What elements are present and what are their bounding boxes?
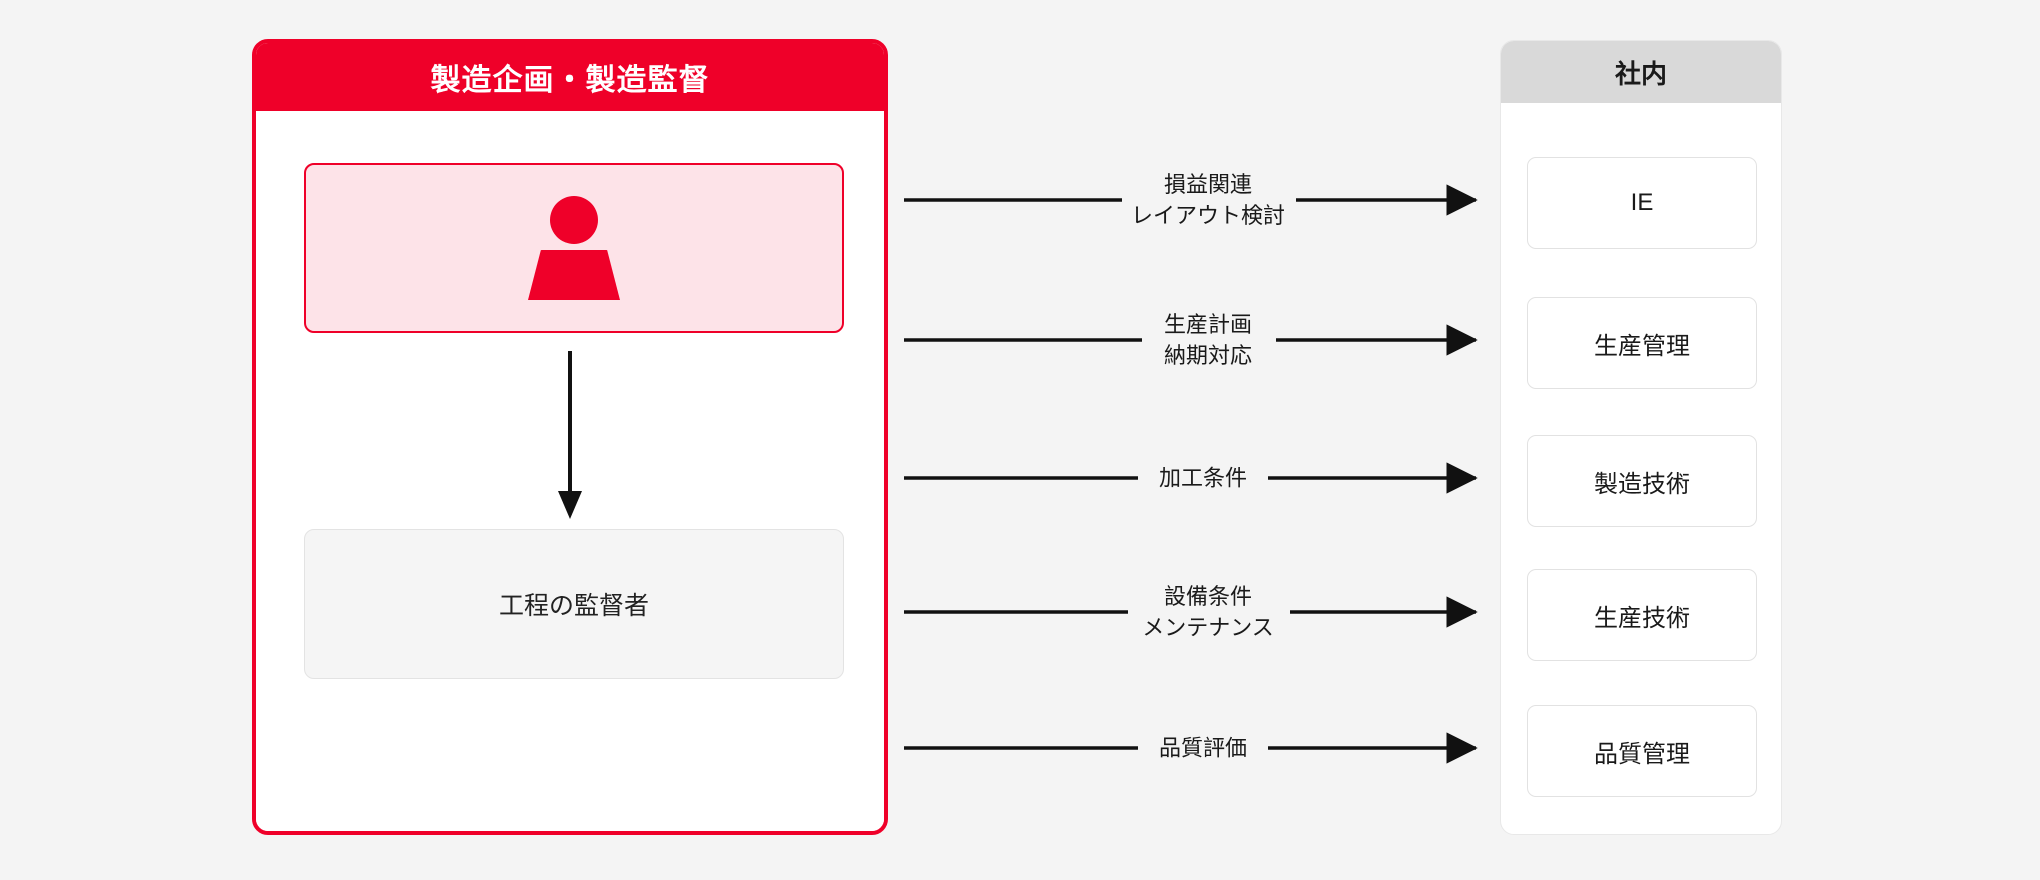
connector-label-4: 設備条件 メンテナンス	[1142, 581, 1274, 643]
dept-box-seisan-kanri[interactable]: 生産管理	[1527, 297, 1757, 389]
dept-box-hinshitsu-kanri[interactable]: 品質管理	[1527, 705, 1757, 797]
dept-box-ie[interactable]: IE	[1527, 157, 1757, 249]
connector-label-5: 品質評価	[1159, 732, 1247, 763]
right-panel-title: 社内	[1501, 41, 1781, 103]
person-card	[304, 163, 844, 333]
connector-label-1: 損益関連 レイアウト検討	[1131, 169, 1285, 231]
connector-label-4-line1: 設備条件	[1163, 583, 1252, 609]
left-panel-body: 工程の監督者	[256, 111, 884, 831]
right-panel: 社内 IE 生産管理 製造技術 生産技術 品質管理	[1500, 40, 1782, 835]
left-panel: 製造企画・製造監督 工程の監督者	[252, 39, 888, 835]
connector-label-2: 生産計画 納期対応	[1164, 309, 1252, 371]
left-panel-title: 製造企画・製造監督	[256, 43, 884, 111]
down-arrow-icon	[558, 351, 582, 519]
connector-label-2-line1: 生産計画	[1163, 311, 1253, 337]
right-panel-body: IE 生産管理 製造技術 生産技術 品質管理	[1501, 103, 1781, 834]
connector-label-2-line2: 納期対応	[1163, 343, 1253, 368]
connector-label-3-line1: 加工条件	[1158, 465, 1248, 491]
person-head-icon	[550, 196, 598, 244]
dept-box-seizo-gijutsu[interactable]: 製造技術	[1527, 435, 1757, 527]
process-supervisor-box: 工程の監督者	[304, 529, 844, 679]
dept-box-seisan-gijutsu[interactable]: 生産技術	[1527, 569, 1757, 661]
person-icon	[526, 196, 622, 300]
connector-label-4-line2: メンテナンス	[1142, 615, 1274, 640]
person-body-icon	[528, 250, 620, 300]
connector-label-3: 加工条件	[1159, 462, 1247, 493]
connector-label-1-line1: 損益関連	[1163, 171, 1253, 197]
connector-label-1-line2: レイアウト検討	[1130, 203, 1286, 228]
connector-label-5-line1: 品質評価	[1158, 735, 1248, 761]
